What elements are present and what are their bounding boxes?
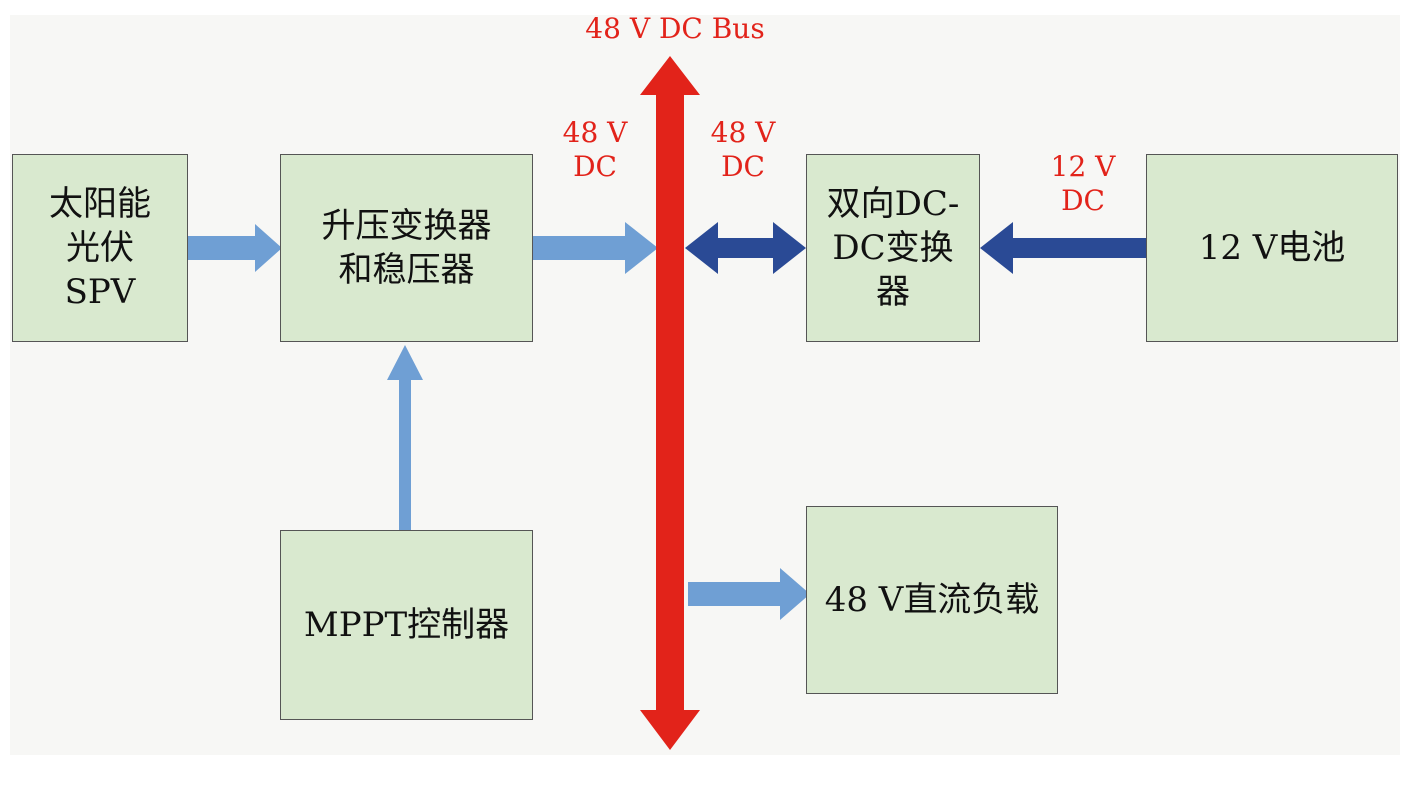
block-line: 48 V直流负载 [824, 579, 1040, 620]
bidirectional-dcdc-block: 双向DC- DC变换 器 [806, 154, 980, 342]
boost-converter-block: 升压变换器 和稳压器 [280, 154, 533, 342]
block-text: 12 V电池 [1199, 226, 1346, 270]
arrow-mppt-to-boost [387, 345, 423, 535]
block-line: MPPT控制器 [303, 604, 510, 645]
block-line: 12 V电池 [1198, 227, 1346, 268]
block-text: 48 V直流负载 [825, 578, 1040, 622]
diagram-background [10, 15, 1400, 755]
label-line: 12 V [1050, 150, 1116, 183]
block-line: 太阳能 [49, 183, 151, 224]
solar-pv-block: 太阳能 光伏 SPV [12, 154, 188, 342]
block-line: SPV [64, 272, 136, 313]
arrow-bidir-battery [980, 222, 1188, 274]
battery-block: 12 V电池 [1146, 154, 1398, 342]
label-line: DC [573, 149, 617, 183]
arrow-boost-to-bus [533, 222, 658, 274]
dc-load-block: 48 V直流负载 [806, 506, 1058, 694]
label-line: 48 V [710, 116, 776, 149]
block-line: 光伏 [66, 227, 134, 268]
label-line: DC [1061, 183, 1105, 217]
bus-title-label: 48 V DC Bus [585, 12, 765, 45]
block-text: 太阳能 光伏 SPV [49, 182, 151, 315]
mppt-controller-block: MPPT控制器 [280, 530, 533, 720]
battery-link-voltage-label: 12 V DC [1038, 150, 1128, 217]
arrow-pv-to-boost [188, 224, 282, 272]
dc-bus-arrow [640, 56, 700, 750]
block-line: 升压变换器 [321, 205, 492, 246]
block-text: 双向DC- DC变换 器 [827, 182, 960, 315]
block-line: DC变换 [832, 227, 954, 268]
bidir-input-voltage-label: 48 V DC [698, 116, 788, 183]
block-text: MPPT控制器 [304, 603, 509, 647]
arrow-bus-to-load [688, 568, 810, 620]
boost-output-voltage-label: 48 V DC [550, 116, 640, 183]
block-line: 双向DC- [826, 183, 960, 224]
block-line: 和稳压器 [338, 250, 475, 290]
block-text: 升压变换器 和稳压器 [322, 204, 492, 292]
label-line: 48 V [562, 116, 628, 149]
label-line: DC [721, 149, 765, 183]
arrow-bus-bidir [685, 222, 806, 274]
block-line: 器 [875, 272, 910, 313]
